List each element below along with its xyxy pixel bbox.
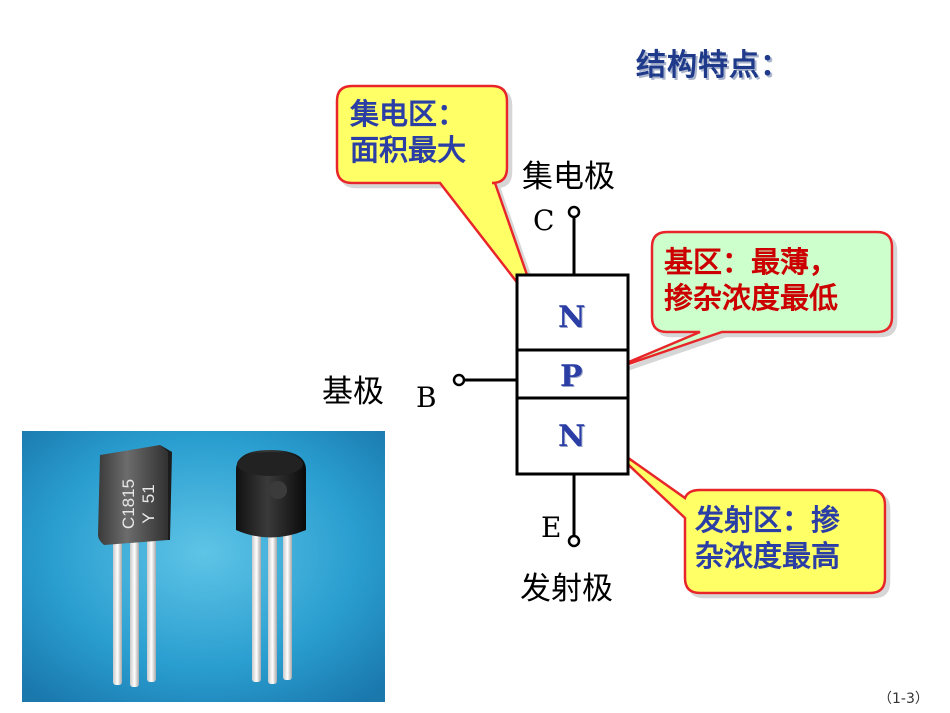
base-callout: 基区：最薄， 掺杂浓度最低 (664, 244, 838, 316)
page-title: 结构特点： (636, 48, 791, 83)
collector-label: 集电极 (522, 159, 615, 195)
base-terminal-dot (452, 373, 466, 387)
transistor-photo (22, 431, 385, 702)
package-marking-line: C1815 (119, 478, 138, 530)
collector-callout-line1: 集电区： (350, 97, 467, 131)
emitter-label: 发射极 (520, 571, 613, 607)
emitter-callout-line1: 发射区：掺 (695, 503, 841, 537)
emitter-callout-shape (599, 436, 887, 595)
base-callout-shape (604, 230, 894, 374)
collector-callout: 集电区： 面积最大 (350, 96, 466, 168)
base-callout-line2: 掺杂浓度最低 (664, 281, 839, 315)
collector-terminal-dot (567, 205, 581, 219)
emitter-letter: E (541, 511, 562, 544)
npn-structure (465, 218, 630, 537)
package-marking-line: Y 51 (139, 484, 158, 524)
collector-letter: C (533, 204, 555, 237)
base-callout-line1: 基区：最薄， (664, 245, 839, 279)
layer-collector-n: N (558, 300, 586, 335)
base-label: 基极 (322, 374, 384, 410)
collector-callout-line2: 面积最大 (350, 133, 467, 167)
layer-base-p: P (560, 359, 583, 394)
emitter-callout-line2: 杂浓度最高 (695, 539, 841, 573)
layer-emitter-n: N (558, 419, 586, 454)
emitter-terminal-dot (567, 534, 581, 548)
emitter-callout: 发射区：掺 杂浓度最高 (695, 502, 840, 574)
page-number: （1-3） (878, 691, 929, 707)
collector-callout-shape (335, 84, 542, 313)
package-marking: C1815 Y 51 (104, 456, 166, 540)
base-letter: B (416, 381, 437, 414)
